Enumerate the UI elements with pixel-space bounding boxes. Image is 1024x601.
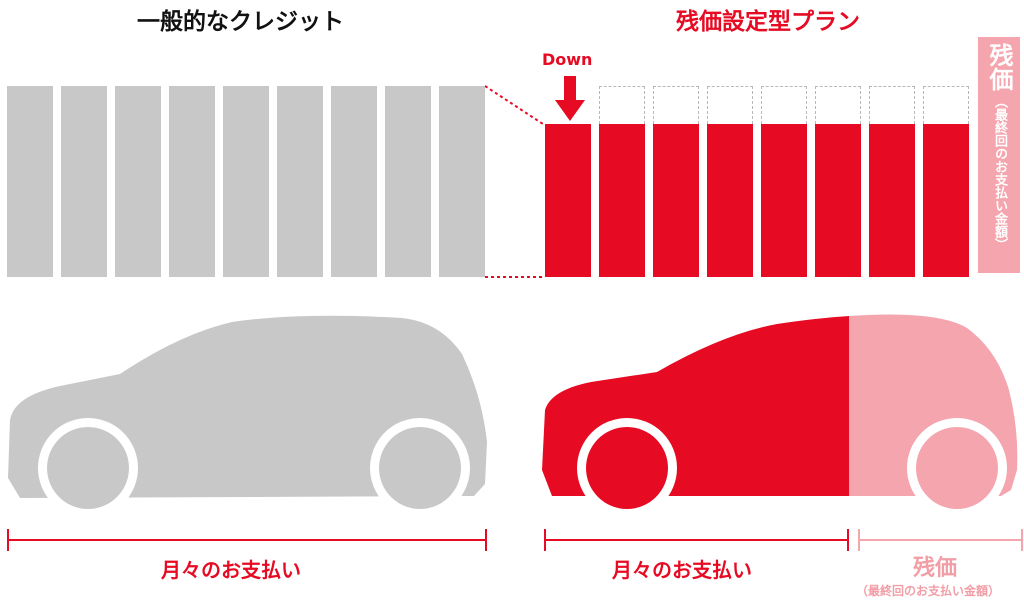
ghost-bar-top — [653, 86, 699, 124]
gray-bar — [331, 86, 377, 277]
gray-bar — [115, 86, 161, 277]
gray-bar — [385, 86, 431, 277]
red-bar — [761, 124, 807, 277]
red-bar — [923, 124, 969, 277]
residual-vertical-label: 残価 （最終回のお支払い金額） — [978, 37, 1020, 273]
ghost-bar-top — [923, 86, 969, 124]
red-bar — [599, 124, 645, 277]
red-bar — [653, 124, 699, 277]
red-bar — [707, 124, 753, 277]
gray-bar — [61, 86, 107, 277]
ghost-bar-top — [761, 86, 807, 124]
left-caption: 月々のお支払い — [161, 558, 301, 582]
gray-bar — [439, 86, 485, 277]
ghost-bar-top — [707, 86, 753, 124]
car-icon — [8, 315, 487, 510]
red-bar — [815, 124, 861, 277]
gray-bar — [7, 86, 53, 277]
down-label: Down — [542, 50, 593, 69]
red-bar — [869, 124, 915, 277]
ghost-bar-top — [869, 86, 915, 124]
down-arrow-icon — [555, 76, 585, 121]
right-caption-residual-note: （最終回のお支払い金額） — [856, 584, 1001, 598]
left-title: 一般的なクレジット — [137, 9, 344, 35]
gray-bar — [223, 86, 269, 277]
ghost-bar-top — [599, 86, 645, 124]
residual-vertical-note: （最終回のお支払い金額） — [992, 95, 1007, 251]
connector-lines — [485, 85, 544, 278]
right-title: 残価設定型プラン — [676, 9, 860, 35]
car-icon — [542, 314, 1018, 510]
gray-bar — [277, 86, 323, 277]
right-caption-residual: 残価 — [913, 556, 958, 581]
ghost-bar-top — [815, 86, 861, 124]
bracket-lines — [7, 529, 1023, 551]
residual-vertical-main: 残価 — [985, 43, 1013, 91]
gray-bar — [169, 86, 215, 277]
right-caption-monthly: 月々のお支払い — [612, 558, 752, 582]
red-bar — [545, 124, 591, 277]
